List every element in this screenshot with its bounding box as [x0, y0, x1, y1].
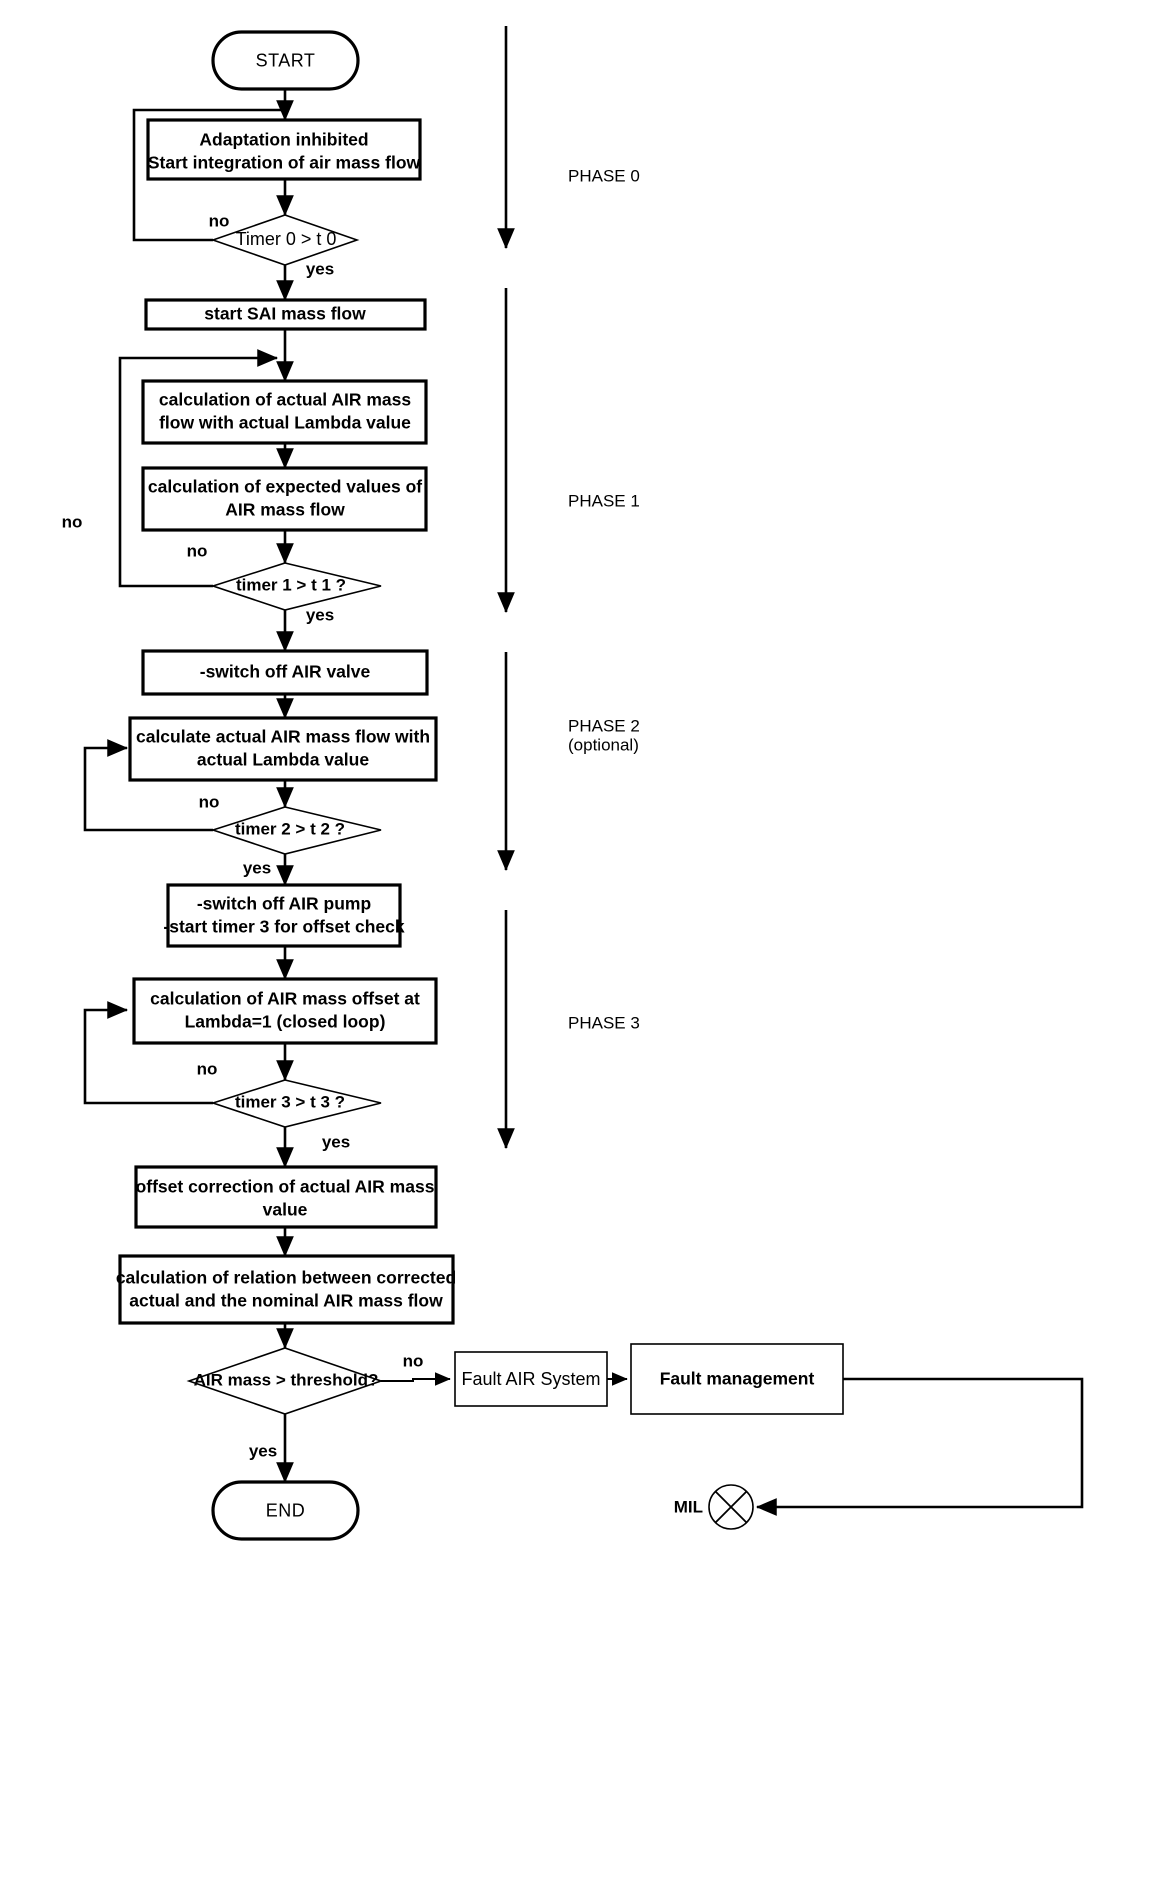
node-adaptation-inhibited[interactable]: Adaptation inhibited Start integration o…: [146, 118, 422, 181]
label-p2-no: no: [199, 792, 220, 811]
p2-dec-label: timer 2 > t 2 ?: [235, 819, 345, 838]
edge-p1dec-no-outer: [118, 349, 279, 588]
label-p1-no-inner: no: [187, 541, 208, 560]
node-timer0-decision[interactable]: Timer 0 > t 0: [210, 214, 360, 266]
node-offset-correction[interactable]: offset correction of actual AIR mass val…: [134, 1165, 438, 1229]
label-final-yes: yes: [249, 1441, 277, 1460]
end-shape: [211, 1480, 360, 1541]
final-dec-shape: [186, 1347, 384, 1415]
edge-p2dec-no-loop: [83, 739, 213, 832]
start-label: START: [256, 50, 316, 70]
node-p1-calc-expected[interactable]: calculation of expected values of AIR ma…: [141, 466, 428, 532]
node-threshold-decision[interactable]: AIR mass > threshold?: [186, 1347, 384, 1415]
pump-box-line1: -switch off AIR pump: [197, 894, 371, 914]
valve-box-label: -switch off AIR valve: [200, 662, 371, 682]
offset-line1: offset correction of actual AIR mass: [136, 1177, 435, 1197]
phase-label-3: PHASE 3: [568, 1013, 640, 1032]
sai-box-label: start SAI mass flow: [204, 304, 366, 324]
relation-line2: actual and the nominal AIR mass flow: [129, 1291, 443, 1311]
fault-mgmt-label: Fault management: [660, 1369, 815, 1389]
fault-air-shape: [454, 1351, 608, 1407]
offset-line2: value: [263, 1200, 308, 1220]
edge-p0dec-no-loop: [132, 108, 285, 242]
pump-box-shape: [166, 883, 402, 948]
mil-label: MIL: [674, 1497, 703, 1516]
label-p1-yes: yes: [306, 605, 334, 624]
p2-calc-line2: actual Lambda value: [197, 750, 369, 770]
edge-p3dec-no-loop: [83, 1001, 213, 1105]
sai-box-shape: [144, 298, 427, 331]
label-p3-yes: yes: [322, 1132, 350, 1151]
node-timer2-decision[interactable]: timer 2 > t 2 ?: [210, 806, 382, 855]
p3-calc-shape: [132, 977, 438, 1045]
edge-finaldec-no: [381, 1372, 451, 1386]
node-switch-off-air-valve[interactable]: -switch off AIR valve: [141, 649, 429, 696]
phase-label-0: PHASE 0: [568, 166, 640, 185]
p1-dec-shape: [210, 562, 382, 611]
node-p1-calc-actual[interactable]: calculation of actual AIR mass flow with…: [141, 379, 428, 445]
p0-dec-label: Timer 0 > t 0: [236, 229, 337, 249]
node-p3-calc[interactable]: calculation of AIR mass offset at Lambda…: [132, 977, 438, 1045]
mil-cross-line-2: [714, 1490, 748, 1524]
p1-exp-line1: calculation of expected values of: [148, 477, 422, 497]
p1-calc-shape: [141, 379, 428, 445]
p3-calc-line2: Lambda=1 (closed loop): [185, 1012, 386, 1032]
p1-exp-line2: AIR mass flow: [225, 500, 345, 520]
relation-box-shape: [118, 1254, 455, 1325]
label-p0-no: no: [209, 211, 230, 230]
p2-dec-shape: [210, 806, 382, 855]
relation-line1: calculation of relation between correcte…: [116, 1268, 456, 1288]
p1-dec-label: timer 1 > t 1 ?: [236, 575, 346, 594]
p2-calc-line1: calculate actual AIR mass flow with: [136, 727, 430, 747]
end-label: END: [266, 1500, 306, 1520]
p3-dec-label: timer 3 > t 3 ?: [235, 1092, 345, 1111]
p3-calc-line1: calculation of AIR mass offset at: [150, 989, 420, 1009]
node-relation-calculation[interactable]: calculation of relation between correcte…: [116, 1254, 456, 1325]
p0-box-shape: [146, 118, 422, 181]
p0-dec-shape: [210, 214, 360, 266]
node-end[interactable]: END: [211, 1480, 360, 1541]
phase-labels: PHASE 0 PHASE 1 PHASE 2 (optional) PHASE…: [568, 166, 640, 1032]
edge-faultmgmt-to-mil: [755, 1377, 1084, 1516]
label-p3-no: no: [197, 1059, 218, 1078]
label-final-no: no: [403, 1351, 424, 1370]
p1-calc-line1: calculation of actual AIR mass: [159, 390, 411, 410]
node-timer3-decision[interactable]: timer 3 > t 3 ?: [210, 1079, 382, 1128]
node-start-sai-mass-flow[interactable]: start SAI mass flow: [144, 298, 427, 331]
valve-box-shape: [141, 649, 429, 696]
node-p2-calc[interactable]: calculate actual AIR mass flow with actu…: [128, 716, 438, 782]
label-p1-no-outer: no: [62, 512, 83, 531]
phase-label-2: PHASE 2: [568, 716, 640, 735]
p3-dec-shape: [210, 1079, 382, 1128]
node-switch-off-air-pump[interactable]: -switch off AIR pump -start timer 3 for …: [163, 883, 405, 948]
connectors: [83, 89, 1084, 1516]
start-shape: [211, 30, 360, 91]
offset-box-shape: [134, 1165, 438, 1229]
pump-box-line2: -start timer 3 for offset check: [163, 917, 404, 937]
p0-box-line1: Adaptation inhibited: [199, 130, 368, 150]
node-fault-management[interactable]: Fault management: [630, 1343, 844, 1415]
label-p0-yes: yes: [306, 259, 334, 278]
p1-exp-shape: [141, 466, 428, 532]
p1-calc-line2: flow with actual Lambda value: [159, 413, 411, 433]
final-dec-label: AIR mass > threshold?: [194, 1370, 379, 1389]
node-mil-lamp[interactable]: [708, 1484, 754, 1530]
node-fault-air-system[interactable]: Fault AIR System: [454, 1351, 608, 1407]
node-timer1-decision[interactable]: timer 1 > t 1 ?: [210, 562, 382, 611]
label-p2-yes: yes: [243, 858, 271, 877]
phase-label-1: PHASE 1: [568, 491, 640, 510]
p2-calc-shape: [128, 716, 438, 782]
fault-mgmt-shape: [630, 1343, 844, 1415]
p0-box-line2: Start integration of air mass flow: [148, 153, 421, 173]
fault-air-label: Fault AIR System: [461, 1369, 600, 1389]
node-start[interactable]: START: [211, 30, 360, 91]
phase-label-2-sub: (optional): [568, 735, 639, 754]
